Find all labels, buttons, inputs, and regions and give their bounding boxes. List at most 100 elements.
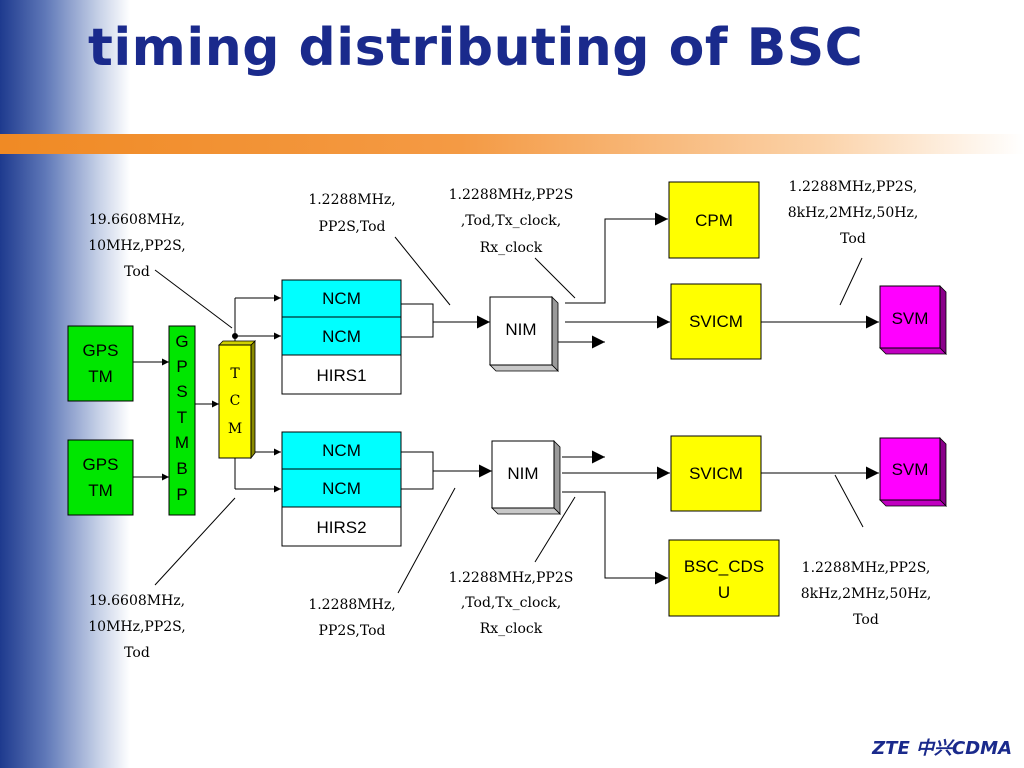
- svm-2-depth-bottom: [879, 499, 947, 507]
- svm-1-block: [879, 285, 941, 349]
- leader-nim-bottom: [534, 496, 576, 563]
- caption-tcm-top: 1.2288MHz, PP2S,Tod: [308, 192, 395, 235]
- svg-text:19.6608MHz,: 19.6608MHz,: [89, 212, 185, 228]
- title-underline-bar: [0, 134, 1024, 154]
- svg-text:P: P: [176, 357, 187, 376]
- leader-tcm-bottom: [397, 487, 456, 594]
- nim-1-label: NIM: [505, 320, 536, 339]
- tcm-letters: T C M: [228, 366, 242, 437]
- svg-text:S: S: [176, 382, 187, 401]
- caption-nim-top: 1.2288MHz,PP2S ,Tod,Tx_clock, Rx_clock: [449, 187, 574, 256]
- leader-svm-bottom: [834, 474, 864, 528]
- svg-text:10MHz,PP2S,: 10MHz,PP2S,: [88, 238, 185, 254]
- nim-2-depth-right: [553, 440, 561, 515]
- svg-text:10MHz,PP2S,: 10MHz,PP2S,: [88, 619, 185, 635]
- svm-1-depth-right: [939, 285, 947, 355]
- ncm-2b-block: [281, 468, 402, 508]
- tcm-block-depth-right: [250, 340, 256, 460]
- svg-text:Tod: Tod: [853, 612, 879, 628]
- cpm-block: [668, 181, 760, 259]
- svg-text:Tod: Tod: [124, 645, 150, 661]
- svicm-1-label: SVICM: [689, 312, 743, 331]
- gps-tm-2-line2: TM: [88, 481, 113, 500]
- svg-text:1.2288MHz,PP2S: 1.2288MHz,PP2S: [449, 570, 574, 586]
- svg-text:1.2288MHz,PP2S,: 1.2288MHz,PP2S,: [802, 560, 931, 576]
- ncm-2b-label: NCM: [322, 479, 361, 498]
- hirs1-block: [281, 354, 402, 395]
- caption-nim-bottom: 1.2288MHz,PP2S ,Tod,Tx_clock, Rx_clock: [449, 570, 574, 637]
- svg-text:,Tod,Tx_clock,: ,Tod,Tx_clock,: [461, 213, 561, 229]
- svg-text:8kHz,2MHz,50Hz,: 8kHz,2MHz,50Hz,: [788, 205, 919, 221]
- svg-text:M: M: [228, 421, 242, 437]
- svg-text:Rx_clock: Rx_clock: [480, 240, 543, 256]
- leader-svm-top: [839, 257, 863, 306]
- svg-text:T: T: [177, 408, 187, 427]
- nim-2-depth-bottom: [491, 507, 561, 515]
- leader-tcm-top: [394, 236, 451, 306]
- nim-1-depth-bottom: [489, 364, 559, 372]
- gpstmbp-letters: G P S T M B P: [175, 332, 189, 504]
- tcm-block: [218, 344, 252, 459]
- bsc-cdsu-line2: U: [718, 583, 730, 602]
- gps-tm-2-line1: GPS: [83, 455, 119, 474]
- ncm-1a-label: NCM: [322, 289, 361, 308]
- bsc-cdsu-line1: BSC_CDS: [684, 557, 764, 576]
- svg-text:B: B: [176, 459, 187, 478]
- hirs2-label: HIRS2: [316, 518, 366, 537]
- svicm-2-label: SVICM: [689, 464, 743, 483]
- footer-brand: ZTE 中兴CDMA: [872, 738, 1012, 759]
- svm-1-depth-bottom: [879, 347, 947, 355]
- gps-tm-block-2: [67, 439, 134, 516]
- svm-1-label: SVM: [892, 309, 929, 328]
- gps-tm-1-line2: TM: [88, 367, 113, 386]
- caption-svm-bottom: 1.2288MHz,PP2S, 8kHz,2MHz,50Hz, Tod: [801, 560, 932, 628]
- svm-2-depth-right: [939, 437, 947, 507]
- leader-gps-top: [154, 269, 233, 329]
- ncm-2a-block: [281, 431, 402, 470]
- cpm-label: CPM: [695, 211, 733, 230]
- svm-2-label: SVM: [892, 460, 929, 479]
- gpstmbp-block: [168, 325, 196, 516]
- svg-text:19.6608MHz,: 19.6608MHz,: [89, 593, 185, 609]
- svg-text:1.2288MHz,PP2S: 1.2288MHz,PP2S: [449, 187, 574, 203]
- nim-1-depth-right: [551, 296, 559, 372]
- svg-text:C: C: [230, 393, 241, 409]
- slide-title: timing distributing of BSC: [88, 18, 864, 78]
- svicm-2-block: [670, 435, 762, 512]
- ncm-1b-block: [281, 316, 402, 356]
- svg-text:PP2S,Tod: PP2S,Tod: [319, 623, 386, 639]
- tcm-block-depth-top: [218, 340, 256, 346]
- ncm-1a-block: [281, 279, 402, 318]
- caption-tcm-bottom: 1.2288MHz, PP2S,Tod: [308, 597, 395, 639]
- svg-text:1.2288MHz,: 1.2288MHz,: [308, 597, 395, 613]
- bsc-cdsu-block: [668, 539, 780, 617]
- gps-tm-block-1: [67, 325, 134, 402]
- svg-text:P: P: [176, 485, 187, 504]
- leader-gps-bottom: [154, 497, 236, 586]
- svicm-1-block: [670, 283, 762, 360]
- ncm2-combine: [401, 451, 434, 490]
- svg-text:1.2288MHz,: 1.2288MHz,: [308, 192, 395, 208]
- nim1-to-cpm: [565, 212, 668, 304]
- caption-gps-top: 19.6608MHz, 10MHz,PP2S, Tod: [88, 212, 185, 280]
- ncm-2a-label: NCM: [322, 441, 361, 460]
- gps-tm-1-line1: GPS: [83, 341, 119, 360]
- leader-nim-top: [534, 257, 576, 299]
- svg-text:PP2S,Tod: PP2S,Tod: [319, 219, 386, 235]
- nim-2-block: [491, 440, 555, 509]
- svg-text:T: T: [230, 366, 240, 382]
- svm-2-block: [879, 437, 941, 501]
- svg-text:,Tod,Tx_clock,: ,Tod,Tx_clock,: [461, 595, 561, 611]
- svg-text:G: G: [175, 332, 188, 351]
- ncm1-combine: [401, 303, 434, 338]
- hirs1-label: HIRS1: [316, 366, 366, 385]
- svg-text:Rx_clock: Rx_clock: [480, 621, 543, 637]
- hirs2-block: [281, 506, 402, 547]
- nim2-to-bsc-cdsu: [562, 491, 668, 585]
- svg-text:Tod: Tod: [124, 264, 150, 280]
- nim-2-label: NIM: [507, 464, 538, 483]
- tcm-junction-dot: [232, 333, 238, 339]
- svg-text:M: M: [175, 433, 189, 452]
- svg-text:8kHz,2MHz,50Hz,: 8kHz,2MHz,50Hz,: [801, 586, 932, 602]
